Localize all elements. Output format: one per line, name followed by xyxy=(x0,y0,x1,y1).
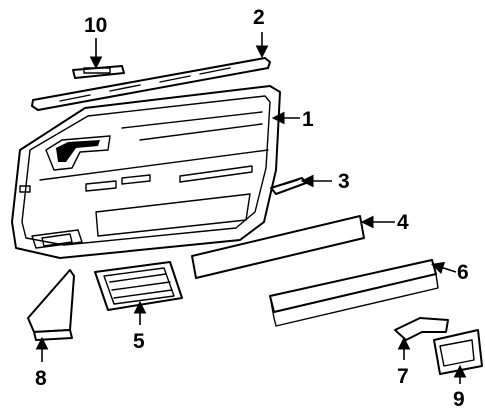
part-9-switch-plate xyxy=(433,329,483,375)
callout-7: 7 xyxy=(397,365,409,388)
callout-1: 1 xyxy=(302,108,314,131)
leader-lines xyxy=(35,32,467,384)
part-4-trim-insert xyxy=(191,215,365,279)
part-8-sail-cover xyxy=(27,269,75,341)
callout-4: 4 xyxy=(397,211,409,234)
callout-5: 5 xyxy=(133,330,145,353)
part-6-storage-pocket xyxy=(269,259,439,327)
callout-6: 6 xyxy=(457,261,469,284)
callout-9: 9 xyxy=(453,388,465,411)
part-10-switch-bezel xyxy=(72,65,125,79)
callout-8: 8 xyxy=(35,367,47,390)
callout-10: 10 xyxy=(84,14,107,37)
callout-3: 3 xyxy=(338,170,350,193)
part-7-bezel xyxy=(394,317,449,341)
part-5-courtesy-lamp-lens xyxy=(94,261,183,311)
callout-2: 2 xyxy=(253,6,265,29)
part-3-pull-handle xyxy=(270,177,307,195)
part-1-door-trim-panel xyxy=(11,85,281,259)
